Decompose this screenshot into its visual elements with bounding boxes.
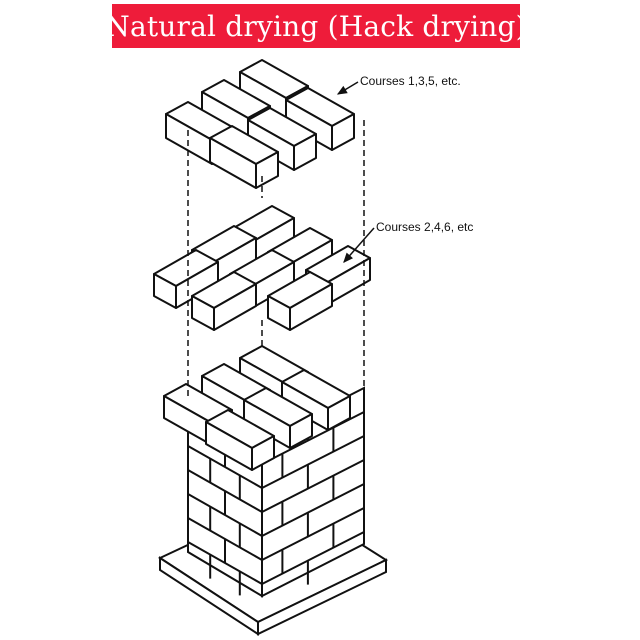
stack-top-brick xyxy=(205,409,275,471)
stack-top-brick xyxy=(281,369,351,431)
odd-course-layer xyxy=(165,59,355,189)
even-course-arrow xyxy=(343,227,375,263)
even-course-brick xyxy=(191,271,257,331)
projection-dashed-lines xyxy=(187,120,365,400)
label-odd-courses: Courses 1,3,5, etc. xyxy=(360,74,461,88)
even-course-brick xyxy=(153,249,219,309)
odd-course-brick xyxy=(209,125,279,189)
odd-course-arrow xyxy=(336,81,359,95)
label-even-courses: Courses 2,4,6, etc xyxy=(376,220,474,234)
stack-top-brick xyxy=(243,387,313,449)
label-arrows xyxy=(336,81,375,263)
page-title: Natural drying (Hack drying) xyxy=(105,9,527,43)
brick-stack xyxy=(157,345,389,636)
even-course-layer xyxy=(153,205,371,331)
even-course-brick xyxy=(267,271,333,331)
odd-course-brick xyxy=(285,87,355,151)
title-banner: Natural drying (Hack drying) xyxy=(105,4,527,48)
